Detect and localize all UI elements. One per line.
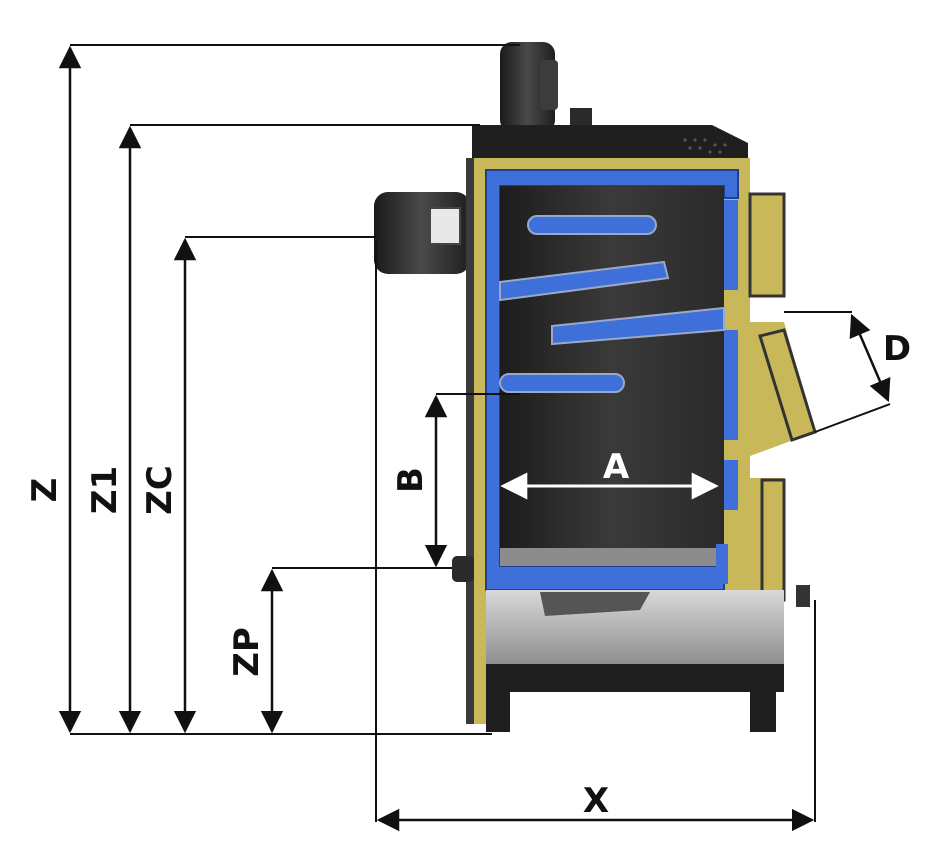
return-pipe <box>452 556 474 582</box>
dimension-arrows <box>58 45 891 832</box>
label-b: B <box>391 467 431 493</box>
base <box>486 664 784 692</box>
label-zc: ZC <box>140 465 180 515</box>
leg-front <box>750 692 776 732</box>
baffle-4 <box>499 373 625 393</box>
top-cover <box>472 125 748 160</box>
lower-door <box>760 478 786 602</box>
baffle-3 <box>551 306 725 346</box>
grate <box>500 548 724 566</box>
baffle-1 <box>527 215 657 235</box>
label-x: X <box>583 781 609 821</box>
label-a: A <box>603 447 630 487</box>
leg-rear <box>486 692 510 732</box>
label-z1: Z1 <box>85 466 125 514</box>
label-z: Z <box>25 478 65 503</box>
d-dimension-line <box>849 313 891 403</box>
label-d: D <box>883 329 911 369</box>
label-zp: ZP <box>227 627 267 677</box>
baffle-2 <box>499 260 670 302</box>
upper-door <box>748 192 786 298</box>
dimension-lines <box>70 44 891 822</box>
boiler-illustration <box>374 42 817 732</box>
